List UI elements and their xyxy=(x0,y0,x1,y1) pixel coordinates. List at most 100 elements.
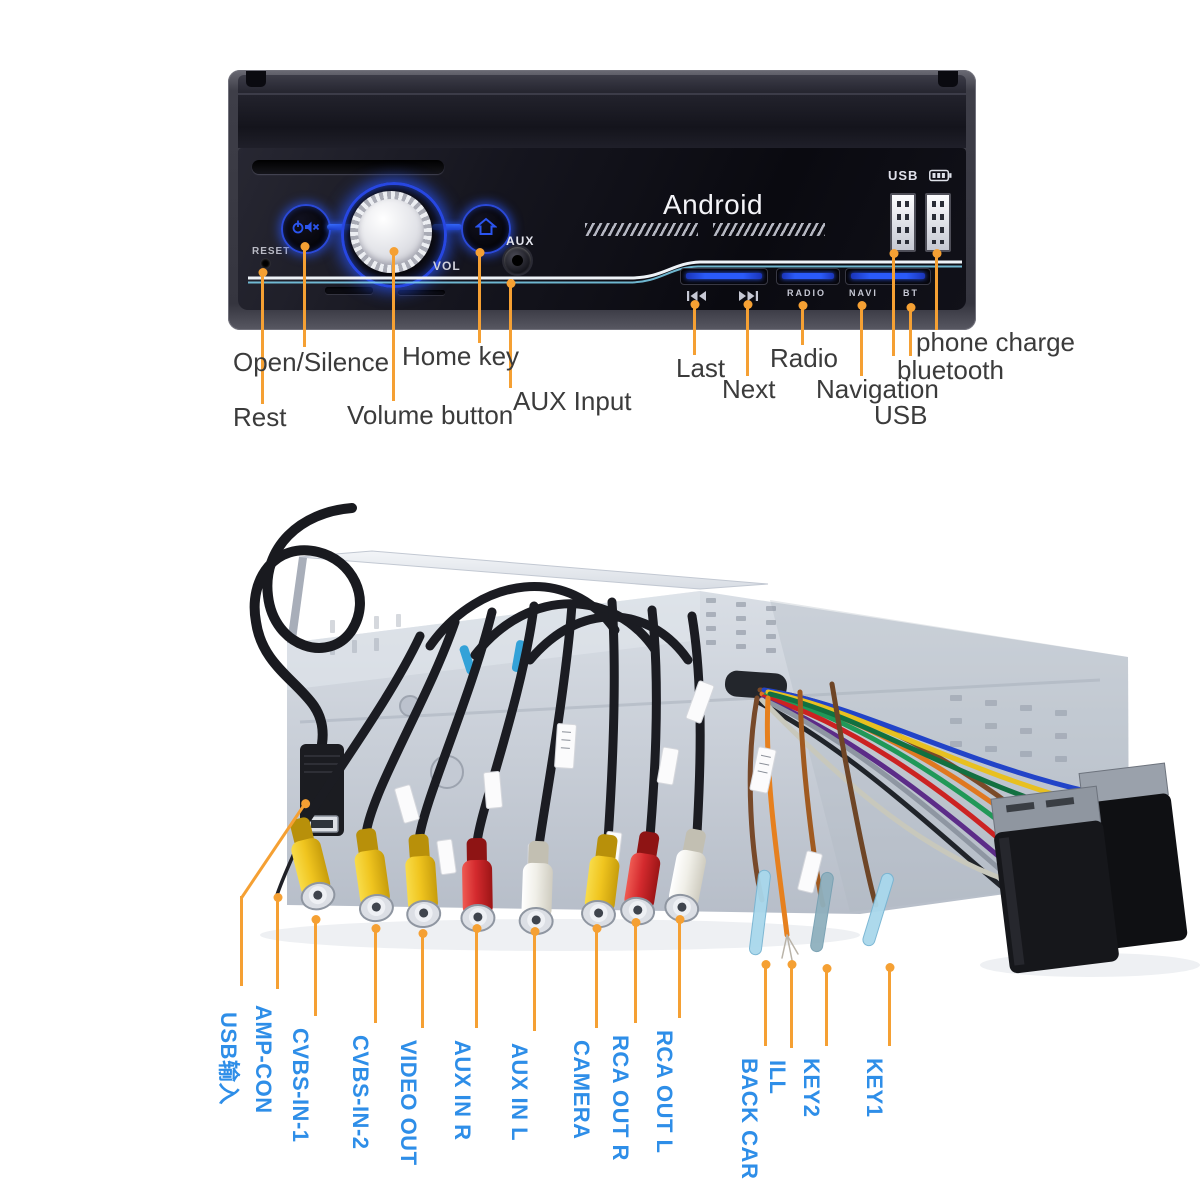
usb-port-2 xyxy=(925,193,951,252)
home-button xyxy=(461,204,511,254)
vol-label: VOL xyxy=(433,259,461,273)
callout-line-navigation xyxy=(860,305,863,376)
callout-label-key2: KEY2 xyxy=(799,1058,824,1118)
prev-next-button-strip xyxy=(680,268,768,285)
accent-connector-line xyxy=(432,224,462,230)
aux-label: AUX xyxy=(506,234,535,248)
callout-label-radio: Radio xyxy=(770,343,838,373)
callout-label-volume-button: Volume button xyxy=(347,400,514,430)
usb-port-label: USB xyxy=(888,168,919,183)
callout-line-rca-out-l xyxy=(678,919,681,1018)
callout-label-home-key: Home key xyxy=(402,341,520,371)
wiring-harness xyxy=(757,687,1101,895)
usb-pins xyxy=(896,201,910,244)
callout-label-last: Last xyxy=(676,353,726,383)
callout-label-rest: Rest xyxy=(233,402,287,432)
cable-tape-labels xyxy=(394,680,715,879)
callout-label-key1: KEY1 xyxy=(862,1058,887,1118)
accent-connector-line xyxy=(327,224,352,230)
rca-cables xyxy=(295,582,705,851)
disc-slot xyxy=(252,160,444,174)
callout-line-bluetooth xyxy=(909,307,912,356)
panel-slot xyxy=(325,287,373,294)
callout-line-video-out xyxy=(421,933,424,1028)
panel-swoosh-accent xyxy=(248,260,962,284)
callout-label-bluetooth: bluetooth xyxy=(897,355,1004,385)
callout-label-next: Next xyxy=(722,374,776,404)
blue-bar xyxy=(686,273,762,279)
callout-label-cvbs-in-2: CVBS-IN-2 xyxy=(348,1035,373,1150)
callout-label-phone-charge: phone charge xyxy=(916,327,1076,357)
usb-pins xyxy=(931,201,945,244)
callout-label-ill: ILL xyxy=(765,1060,790,1095)
navi-button-label: NAVI xyxy=(849,288,878,298)
callout-line-home xyxy=(478,252,481,343)
harness-tape-labels xyxy=(749,746,823,894)
callout-line-usb-input-vertical xyxy=(240,896,243,986)
callout-line-key1 xyxy=(888,967,891,1046)
next-track-icon xyxy=(739,288,758,301)
radio-button-label: RADIO xyxy=(787,288,826,298)
rca-jacks xyxy=(290,817,707,936)
callout-line-aux-in-l xyxy=(533,931,536,1031)
radio-button-strip xyxy=(776,268,840,285)
slab-seam xyxy=(238,93,966,95)
callout-line-cvbs-in-1 xyxy=(314,919,317,1016)
callout-line-ill xyxy=(790,964,793,1048)
usb-port-1 xyxy=(890,193,916,252)
callout-label-rca-out-r: RCA OUT R xyxy=(608,1035,633,1161)
decorative-hatch xyxy=(713,223,825,236)
callout-label-back-car: BACK CAR xyxy=(737,1058,762,1180)
callout-line-usb xyxy=(892,253,895,356)
cable-tie xyxy=(511,640,526,672)
home-icon xyxy=(474,217,498,241)
callout-line-key2 xyxy=(825,968,828,1046)
callout-line-radio xyxy=(801,305,804,345)
callout-line-cvbs-in-2 xyxy=(374,928,377,1023)
callout-line-aux xyxy=(509,283,512,388)
callout-label-aux-input: AUX Input xyxy=(513,386,632,416)
wire-sleeve xyxy=(748,869,771,956)
callout-label-open-silence: Open/Silence xyxy=(233,347,390,377)
wire-sleeve xyxy=(862,872,894,947)
callout-label-usb-input: USB输入 xyxy=(216,1012,241,1105)
callout-label-aux-in-l: AUX IN L xyxy=(507,1043,532,1142)
callout-label-rca-out-l: RCA OUT L xyxy=(652,1030,677,1154)
callout-label-usb: USB xyxy=(874,400,928,430)
callout-line-volume xyxy=(392,251,395,401)
callout-line-open-silence xyxy=(303,246,306,347)
callout-line-phone-charge xyxy=(935,253,938,330)
callout-line-camera xyxy=(595,928,598,1028)
callout-line-amp-con xyxy=(276,897,279,989)
iso-connector xyxy=(990,762,1188,974)
blue-bar xyxy=(851,273,925,279)
battery-charge-icon xyxy=(929,169,952,187)
flip-screen-slab xyxy=(238,75,966,148)
callout-line-last xyxy=(693,304,696,355)
previous-track-icon xyxy=(687,288,706,301)
reset-pinhole xyxy=(261,259,270,268)
blue-bar xyxy=(782,273,834,279)
slab-notch-right xyxy=(938,71,958,87)
brand-logo-text: Android xyxy=(663,189,764,220)
decorative-hatch xyxy=(585,223,698,236)
callout-label-navigation: Navigation xyxy=(816,374,939,404)
callout-line-next xyxy=(746,304,749,376)
aux-jack-hole xyxy=(512,255,523,266)
wire-sleeve xyxy=(810,871,834,953)
navi-bt-button-strip xyxy=(845,268,931,285)
slab-notch-left xyxy=(246,71,266,87)
callout-label-aux-in-r: AUX IN R xyxy=(450,1040,475,1141)
power-mute-icon xyxy=(292,219,320,240)
callout-label-cvbs-in-1: CVBS-IN-1 xyxy=(288,1028,313,1143)
callout-line-back-car xyxy=(764,964,767,1046)
callout-line-aux-in-r xyxy=(475,928,478,1028)
callout-label-video-out: VIDEO OUT xyxy=(396,1040,421,1166)
rear-view-illustration xyxy=(249,503,1200,977)
reset-label: RESET xyxy=(252,246,291,257)
bt-button-label: BT xyxy=(903,288,919,298)
callout-label-amp-con: AMP-CON xyxy=(251,1005,276,1114)
panel-slot xyxy=(398,290,445,295)
